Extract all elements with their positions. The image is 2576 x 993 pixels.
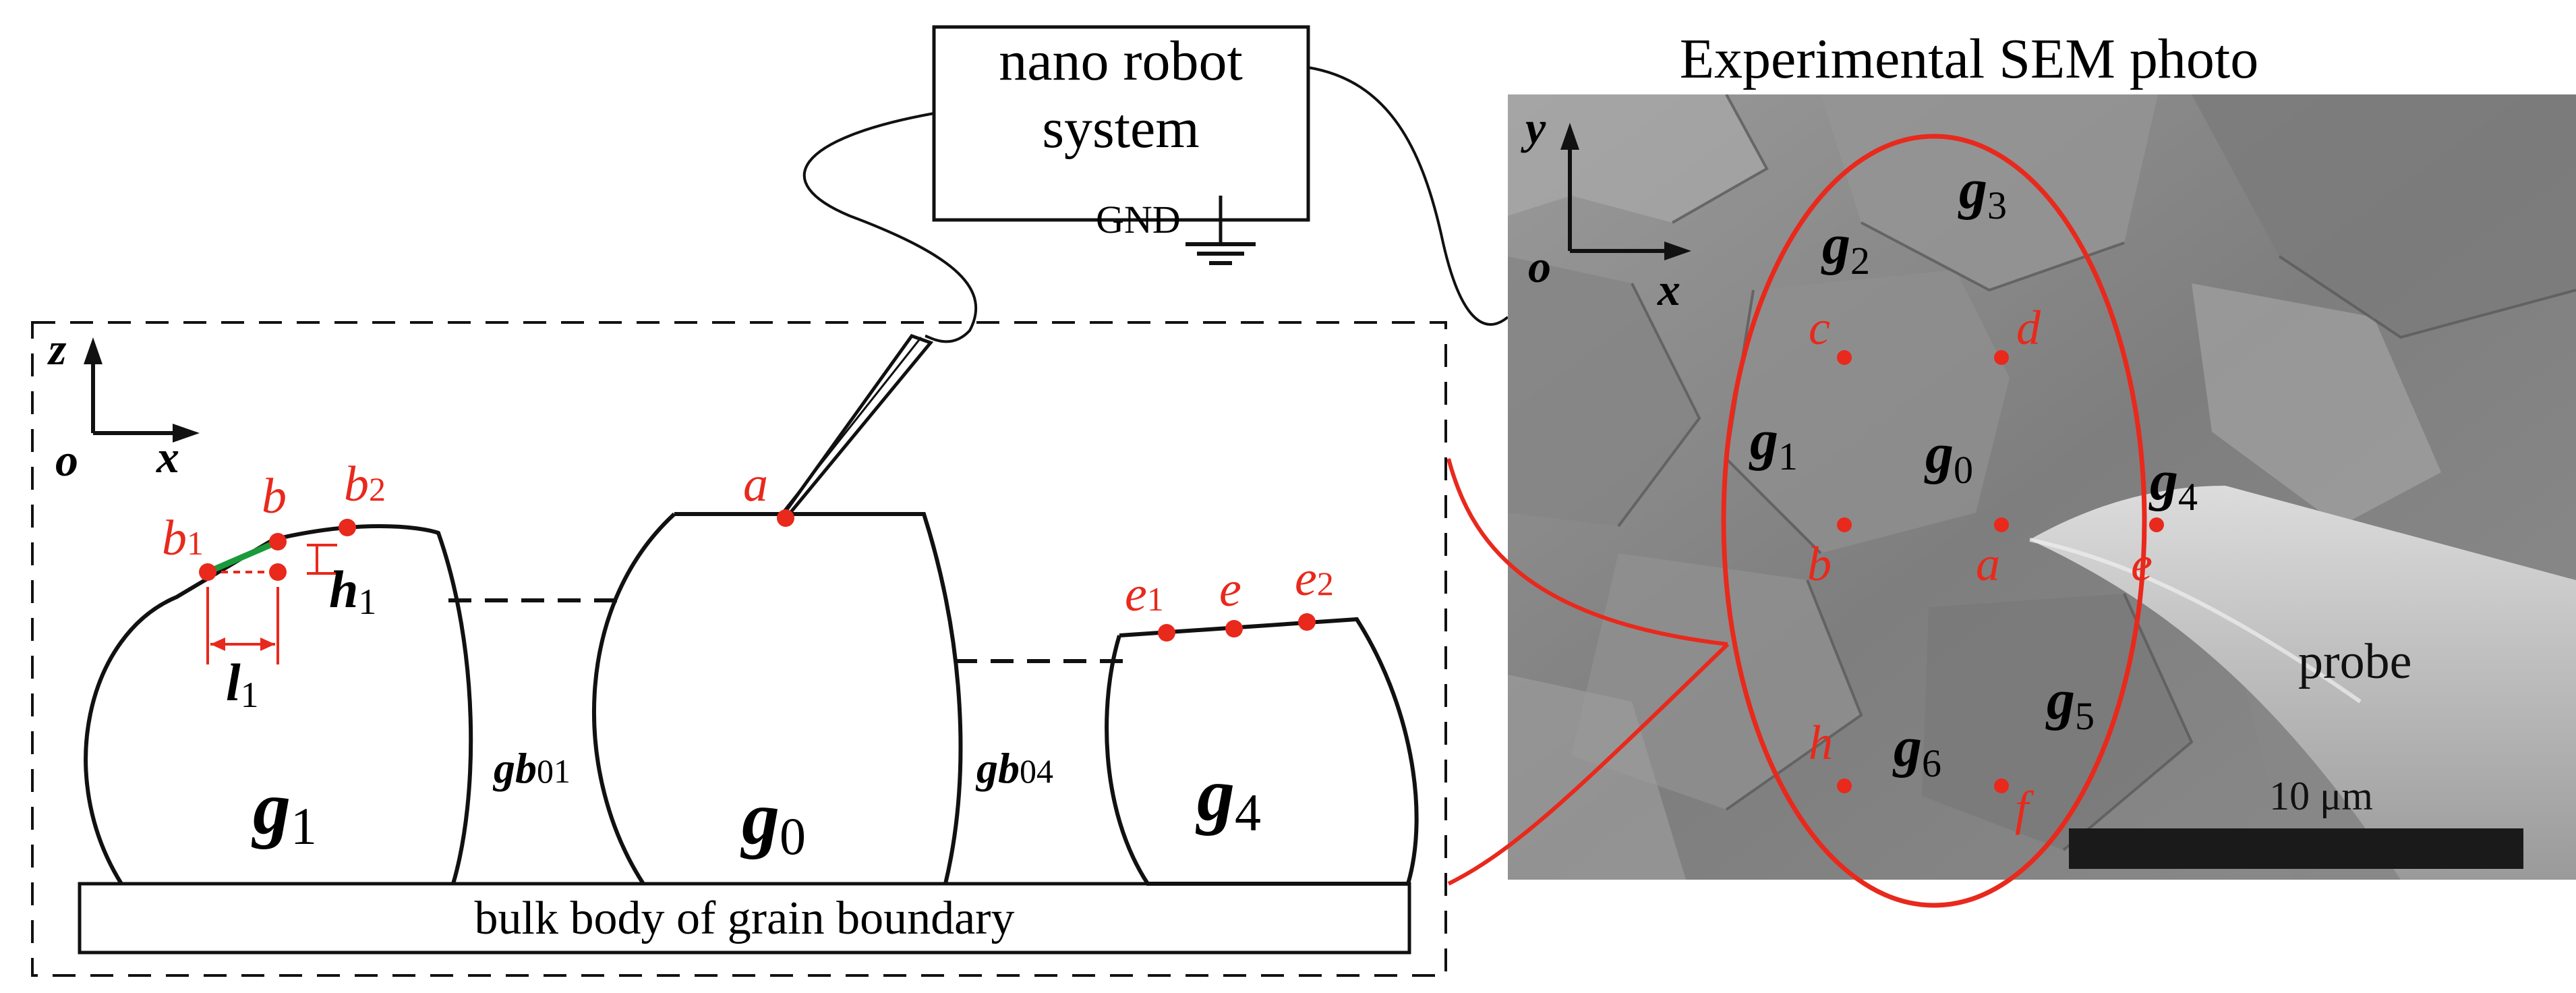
sem-axis-o: o — [1528, 241, 1551, 292]
label-l1: l1 — [226, 653, 259, 715]
sem-label-d: d — [2016, 301, 2041, 355]
sem-grain-g0: g0 — [1924, 422, 1973, 492]
grain-g1-label: g1 — [251, 766, 317, 855]
point-b-proj — [269, 563, 287, 581]
schematic-axis-x: x — [156, 431, 179, 482]
sem-photo — [1508, 94, 2576, 880]
sem-label-b: b — [1807, 537, 1832, 591]
sem-point-c — [1837, 350, 1852, 365]
robot-box-line2: system — [1042, 97, 1199, 160]
label-a: a — [743, 457, 768, 512]
schematic-point-labels: b1 b b2 a e1 e e2 — [162, 457, 1334, 622]
label-b2: b2 — [344, 457, 386, 512]
gnd-label: GND — [1096, 198, 1181, 242]
grain-g4-label: g4 — [1195, 753, 1261, 842]
sem-point-b — [1837, 517, 1852, 532]
point-e — [1225, 620, 1243, 637]
connector-top — [1446, 458, 1728, 646]
schematic-frame — [31, 321, 1447, 977]
substrate — [78, 882, 1411, 955]
probe-wire — [802, 112, 978, 343]
label-e: e — [1219, 562, 1241, 617]
point-b — [269, 533, 287, 550]
sem-point-d — [1994, 350, 2009, 365]
sem-wire — [1308, 66, 1509, 326]
gb01-label: gb01 — [492, 744, 570, 792]
scale-bar — [2069, 828, 2523, 869]
g1-measurement — [199, 519, 356, 664]
grain-g0-outline — [591, 512, 963, 885]
sem-label-h: h — [1809, 716, 1833, 770]
sem-region-ellipse — [1721, 134, 2147, 908]
sem-grain-labels: g3 g2 g1 g0 g4 g5 g6 — [1749, 158, 2198, 785]
label-b1: b1 — [162, 511, 204, 566]
substrate-label: bulk body of grain boundary — [475, 892, 1015, 944]
point-e1 — [1158, 624, 1175, 642]
point-a — [777, 509, 794, 527]
label-e2: e2 — [1295, 551, 1334, 606]
sem-point-f — [1994, 778, 2009, 793]
sem-grain-g5: g5 — [2045, 669, 2095, 738]
schematic-axis-z: z — [47, 323, 67, 374]
scale-bar-label: 10 μm — [2269, 774, 2373, 818]
grain-g0-label: g0 — [740, 776, 806, 866]
sem-label-e: e — [2131, 537, 2153, 591]
sem-point-a — [1994, 517, 2009, 532]
point-e2 — [1298, 613, 1316, 631]
label-b: b — [262, 469, 287, 524]
sem-title: Experimental SEM photo — [1680, 28, 2259, 90]
label-e1: e1 — [1125, 567, 1164, 622]
schematic-axes: z x o — [47, 323, 200, 486]
sem-axis-x: x — [1657, 264, 1680, 315]
sem-label-c: c — [1809, 301, 1830, 355]
grain-g4-outline — [1105, 617, 1419, 886]
probe-label: probe — [2298, 634, 2412, 689]
gb04-label: gb04 — [975, 744, 1053, 792]
sem-grain-g2: g2 — [1821, 213, 1870, 283]
sem-axis-y: y — [1521, 102, 1546, 153]
grain-g1-outline — [84, 524, 473, 885]
sem-grain-g4: g4 — [2148, 449, 2198, 519]
sem-grain-g3: g3 — [1958, 158, 2007, 227]
point-b1 — [199, 563, 216, 581]
schematic-probe — [781, 334, 934, 514]
robot-box — [932, 25, 1310, 222]
robot-box-group: nano robot system GND — [932, 25, 1310, 265]
sem-grain-g6: g6 — [1892, 716, 1941, 785]
robot-box-line1: nano robot — [999, 30, 1243, 92]
connector-bottom — [1447, 642, 1730, 886]
sem-label-a: a — [1976, 537, 2000, 591]
point-b2 — [339, 519, 356, 536]
sem-point-h — [1837, 778, 1852, 793]
sem-point-e — [2149, 517, 2164, 532]
segment-b1-b — [206, 538, 279, 575]
sem-axes: y x o — [1521, 102, 1691, 315]
sem-grain-g1: g1 — [1749, 409, 1798, 478]
schematic-axis-o: o — [55, 434, 78, 486]
label-h1: h1 — [329, 560, 376, 622]
